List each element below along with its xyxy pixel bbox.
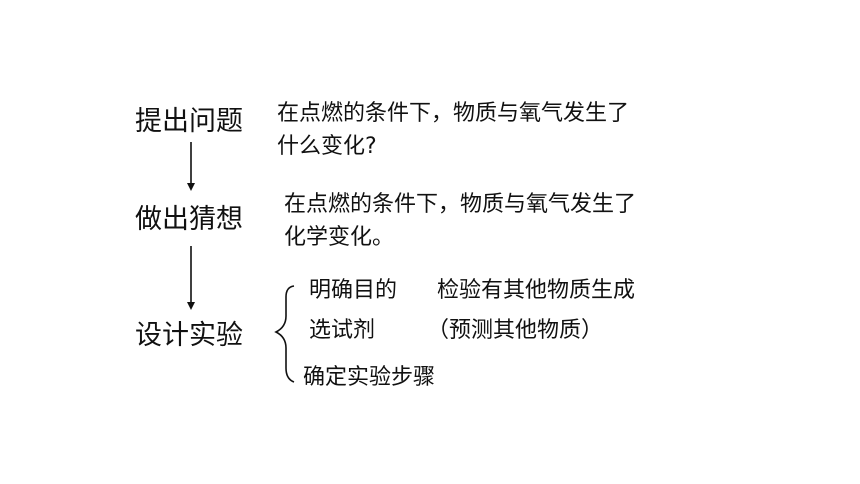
step-label-hypothesis: 做出猜想	[135, 204, 243, 235]
branch-detail-reagent: （预测其他物质）	[427, 318, 604, 343]
branch-brace	[274, 285, 295, 383]
branch-item-purpose: 明确目的	[309, 278, 398, 303]
step-label-experiment: 设计实验	[135, 320, 243, 351]
step-question-text-line-1: 在点燃的条件下，物质与氧气发生了	[277, 101, 630, 126]
branch-detail-purpose: 检验有其他物质生成	[437, 278, 636, 303]
step-question-text-line-2: 什么变化?	[277, 134, 377, 159]
branch-item-procedure: 确定实验步骤	[303, 365, 436, 390]
step-hypothesis-text-line-1: 在点燃的条件下，物质与氧气发生了	[284, 192, 637, 217]
step-hypothesis-text-line-2: 化学变化。	[284, 225, 395, 250]
branch-item-reagent: 选试剂	[309, 318, 376, 343]
step-label-question: 提出问题	[135, 106, 243, 137]
